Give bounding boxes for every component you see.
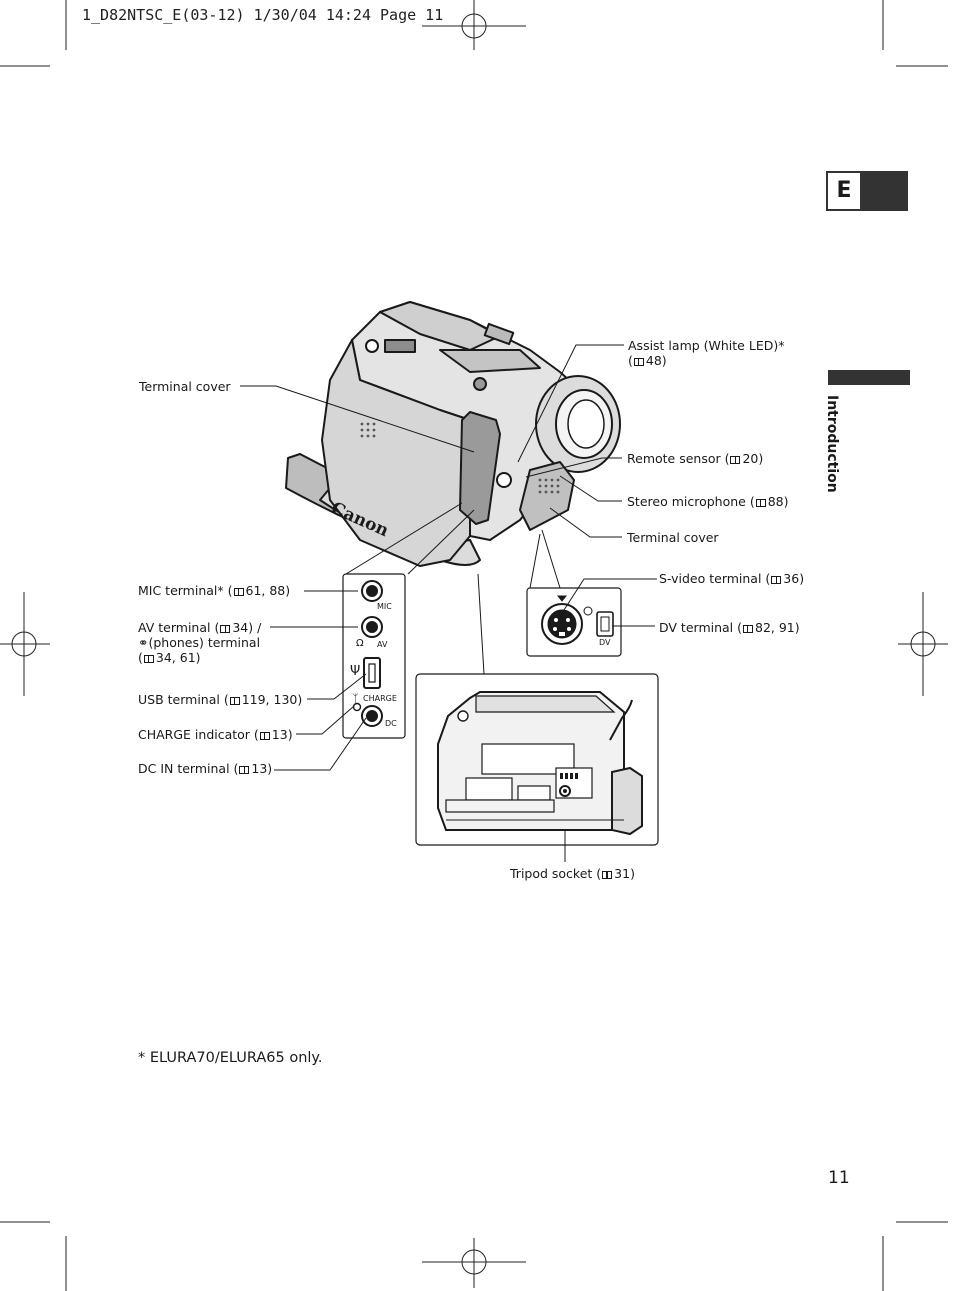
book-icon bbox=[233, 588, 244, 596]
panel-label-av: AV bbox=[377, 640, 388, 649]
reg-mark-bottom bbox=[422, 1238, 526, 1288]
book-icon bbox=[143, 655, 154, 663]
book-icon bbox=[602, 871, 613, 879]
svideo-jack bbox=[541, 595, 583, 645]
book-icon bbox=[220, 625, 231, 633]
dc-jack bbox=[361, 705, 383, 727]
label-dc-in-terminal: DC IN terminal (13) bbox=[138, 761, 273, 776]
label-terminal-cover-top: Terminal cover bbox=[139, 379, 231, 394]
leader-lines bbox=[240, 344, 657, 862]
reg-mark-top bbox=[422, 0, 526, 50]
book-icon bbox=[239, 766, 250, 774]
book-icon bbox=[755, 499, 766, 507]
book-icon bbox=[771, 576, 782, 584]
print-slug: 1_D82NTSC_E(03-12) 1/30/04 14:24 Page 11 bbox=[82, 6, 444, 24]
label-av-terminal: AV terminal (34) / ⚭(phones) terminal (3… bbox=[138, 620, 262, 665]
book-icon bbox=[259, 732, 270, 740]
right-terminal-panel bbox=[526, 587, 622, 657]
charge-lamp bbox=[352, 702, 362, 712]
book-icon bbox=[229, 697, 240, 705]
label-dv-terminal: DV terminal (82, 91) bbox=[659, 620, 800, 635]
footnote: * ELURA70/ELURA65 only. bbox=[138, 1050, 323, 1066]
book-icon bbox=[633, 358, 644, 366]
mic-grille bbox=[360, 422, 560, 494]
label-usb-terminal: USB terminal (119, 130) bbox=[138, 692, 303, 707]
label-charge-indicator: CHARGE indicator (13) bbox=[138, 727, 293, 742]
reg-mark-right bbox=[898, 592, 948, 696]
headphones-icon: ⚭ bbox=[138, 635, 149, 650]
headphones-panel-icon: Ω bbox=[356, 638, 364, 649]
dv-port bbox=[596, 611, 614, 637]
usb-symbol-icon: Ψ bbox=[350, 664, 361, 679]
usb-port bbox=[363, 657, 381, 689]
label-terminal-cover-right: Terminal cover bbox=[627, 530, 719, 545]
section-title: Introduction bbox=[824, 395, 840, 493]
label-mic-terminal: MIC terminal* (61, 88) bbox=[138, 583, 291, 598]
section-tab: E bbox=[826, 171, 908, 211]
label-remote-sensor: Remote sensor (20) bbox=[627, 451, 764, 466]
reg-mark-left bbox=[0, 592, 50, 696]
label-svideo-terminal: S-video terminal (36) bbox=[659, 571, 805, 586]
page-number: 11 bbox=[828, 1168, 850, 1188]
panel-label-dc: DC bbox=[385, 719, 397, 728]
label-assist-lamp: Assist lamp (White LED)* (48) bbox=[628, 338, 785, 368]
charge-symbol-icon: ᛉ bbox=[352, 692, 359, 705]
av-jack bbox=[361, 616, 383, 638]
section-tab-letter: E bbox=[828, 173, 860, 209]
left-terminal-panel bbox=[342, 573, 406, 739]
bottom-view-panel bbox=[415, 673, 659, 846]
book-icon bbox=[730, 456, 741, 464]
section-bar bbox=[828, 370, 910, 385]
mic-jack bbox=[361, 580, 383, 602]
panel-label-charge: CHARGE bbox=[363, 694, 397, 703]
panel-label-dv: DV bbox=[599, 638, 611, 647]
book-icon bbox=[743, 625, 753, 633]
panel-label-mic: MIC bbox=[377, 602, 392, 611]
label-stereo-microphone: Stereo microphone (88) bbox=[627, 494, 789, 509]
camcorder-illustration: Canon bbox=[285, 301, 621, 567]
label-tripod-socket: Tripod socket (31) bbox=[510, 866, 635, 881]
